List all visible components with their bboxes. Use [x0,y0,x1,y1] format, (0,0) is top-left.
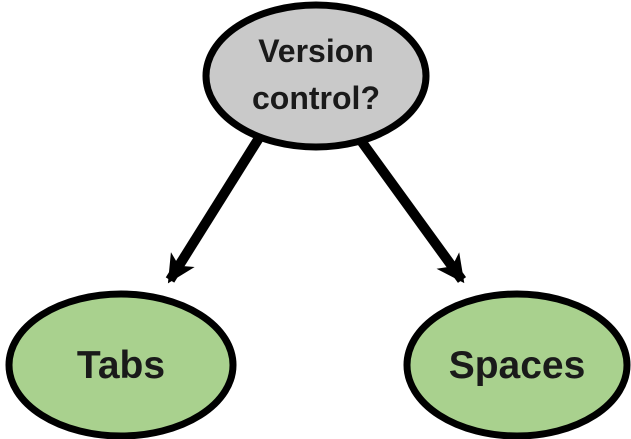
node-version-control [202,1,430,151]
node-version-control-label-line2: control? [252,80,380,116]
node-version-control-label-line1: Version [258,33,374,69]
node-tabs [5,290,237,439]
edge-question-to-spaces [354,135,467,284]
node-spaces [403,290,631,439]
node-spaces-label: Spaces [449,344,586,387]
edge-question-to-tabs [165,135,264,284]
node-tabs-label: Tabs [77,344,165,387]
